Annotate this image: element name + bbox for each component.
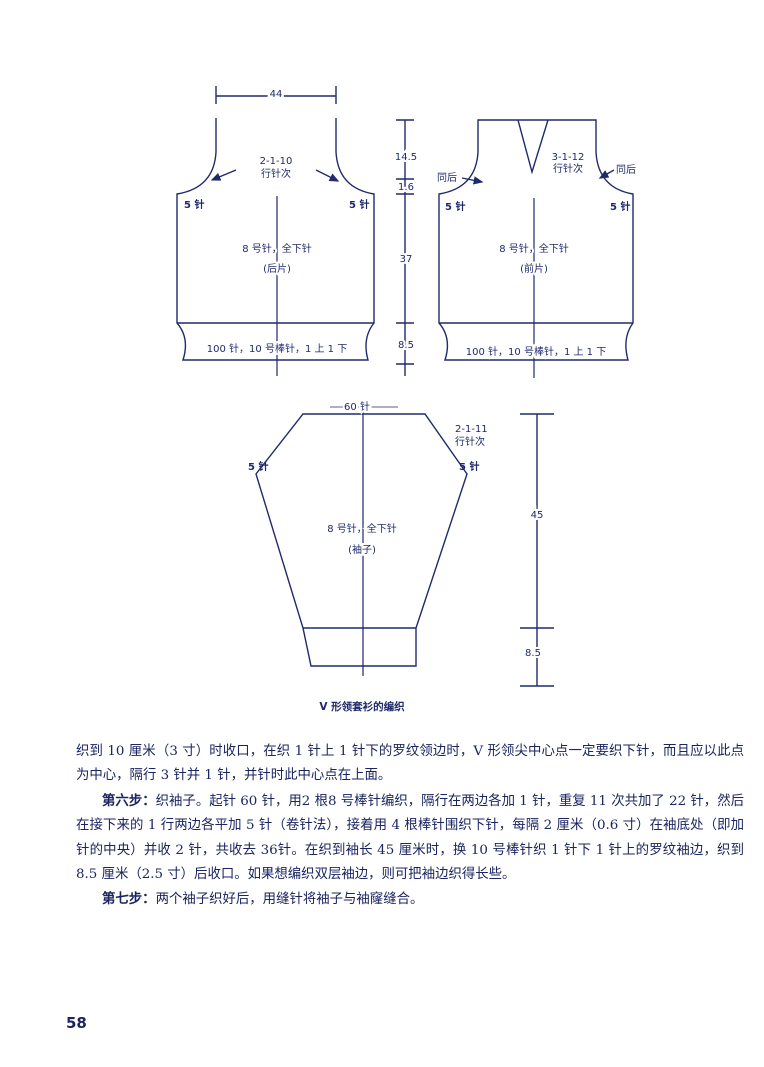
paragraph-3: 第七步：两个袖子织好后，用缝针将袖子与袖窿缝合。 — [76, 887, 744, 912]
sleeve-needle-label: 8 号针，全下针 — [327, 522, 397, 535]
back-left-stitches: 5 针 — [184, 198, 204, 211]
sleeve-outline — [255, 413, 468, 667]
ribbing-height-label: 8.5 — [398, 340, 414, 351]
back-width-label: 44 — [270, 89, 283, 100]
front-same-as-back-left: 同后 — [437, 172, 457, 184]
sleeve-piece — [255, 404, 468, 676]
back-decrease-unit: 行针次 — [261, 167, 291, 180]
step-six-label: 第六步： — [102, 792, 156, 809]
step-seven-text: 两个袖子织好后，用缝针将袖子与袖窿缝合。 — [155, 892, 424, 908]
front-same-as-back-right: 同后 — [616, 164, 636, 176]
paragraph-1: 织到 10 厘米（3 寸）时收口，在织 1 针上 1 针下的罗纹领边时，V 形领… — [76, 744, 744, 784]
body-height-label: 37 — [400, 254, 413, 265]
front-piece — [438, 119, 634, 378]
back-piece-outline — [176, 118, 375, 361]
front-left-stitches: 5 针 — [445, 200, 465, 213]
v-neck — [517, 119, 549, 175]
sleeve-piece-name: (袖子) — [348, 543, 376, 556]
front-ribbing-label: 100 针，10 号棒针，1 上 1 下 — [466, 345, 606, 358]
front-needle-label: 8 号针，全下针 — [499, 242, 569, 255]
back-decrease-rule: 2-1-10 — [260, 156, 293, 167]
sleeve-length-label: 45 — [531, 510, 544, 521]
diagram-caption: V 形领套衫的编织 — [319, 700, 405, 713]
back-right-arrow — [315, 169, 340, 182]
paragraph-2: 第六步：织袖子。起针 60 针，用2 根8 号棒针编织，隔行在两边各加 1 针，… — [76, 789, 744, 888]
front-right-stitches: 5 针 — [610, 200, 630, 213]
sleeve-left-stitches: 5 针 — [248, 460, 268, 473]
sleeve-cuff-height-label: 8.5 — [525, 648, 541, 659]
shoulder-height-label: 1.6 — [398, 182, 414, 193]
back-needle-label: 8 号针，全下针 — [242, 242, 312, 255]
front-piece-outline — [438, 119, 634, 361]
back-piece-name: (后片) — [263, 262, 291, 275]
sleeve-increase-unit: 行针次 — [455, 435, 485, 448]
front-decrease-unit: 行针次 — [553, 162, 583, 175]
back-ribbing-label: 100 针，10 号棒针，1 上 1 下 — [207, 342, 347, 355]
sleeve-top-label: 60 针 — [344, 400, 370, 413]
back-right-stitches: 5 针 — [349, 198, 369, 211]
back-left-arrow — [210, 169, 237, 181]
back-piece — [176, 86, 375, 376]
sleeve-increase-rule: 2-1-11 — [455, 424, 488, 435]
sleeve-right-stitches: 5 针 — [459, 460, 479, 473]
front-left-arrow — [461, 176, 484, 185]
knitting-schematic: 44 2-1-10 行针次 5 针 5 针 8 号针，全下针 (后片) 100 … — [176, 86, 636, 713]
front-decrease-rule: 3-1-12 — [552, 152, 585, 163]
neck-height-label: 14.5 — [395, 152, 417, 163]
front-piece-name: (前片) — [520, 262, 548, 275]
step-six-text: 织袖子。起针 60 针，用2 根8 号棒针编织，隔行在两边各加 1 针，重复 1… — [76, 793, 744, 883]
step-seven-label: 第七步： — [102, 891, 156, 908]
page-number: 58 — [66, 1014, 87, 1032]
sleeve-dimension-line — [520, 413, 554, 687]
instruction-text: 织到 10 厘米（3 寸）时收口，在织 1 针上 1 针下的罗纹领边时，V 形领… — [76, 740, 744, 913]
body-dimension-line — [396, 119, 414, 376]
front-right-arrow — [598, 169, 615, 179]
